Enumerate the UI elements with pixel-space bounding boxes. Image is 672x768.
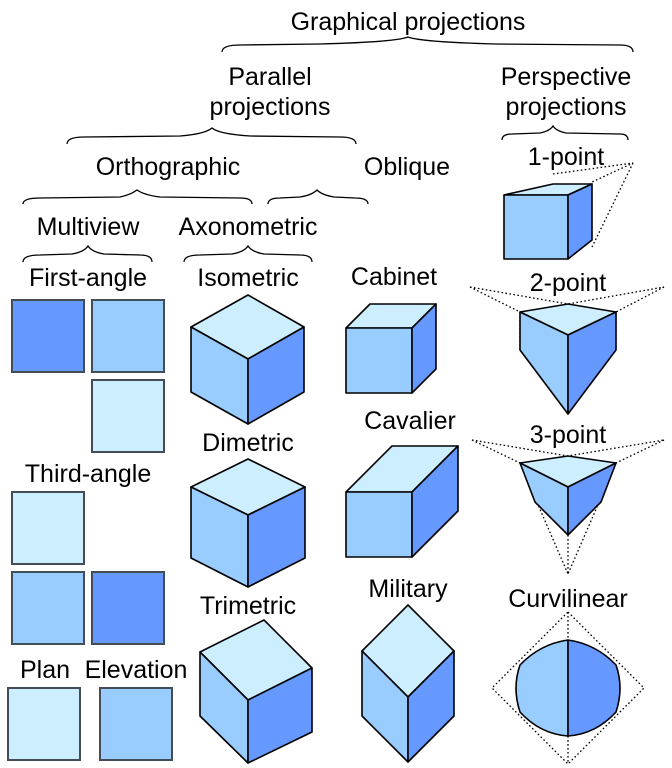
brace-multiview <box>22 244 153 263</box>
elevation-view <box>99 687 173 761</box>
label-trimetric: Trimetric <box>200 592 296 620</box>
label-perspective-line1: Perspective <box>501 63 632 91</box>
label-elevation: Elevation <box>85 656 188 684</box>
third-angle-top-view <box>11 491 85 565</box>
first-angle-front-view <box>11 299 85 373</box>
plan-view <box>7 687 81 761</box>
trimetric-cube <box>199 619 313 764</box>
title-graphical-projections: Graphical projections <box>291 8 526 36</box>
military-cube <box>361 604 455 763</box>
label-first-angle: First-angle <box>29 264 147 292</box>
label-third-angle: Third-angle <box>25 460 151 488</box>
label-axonometric: Axonometric <box>179 213 318 241</box>
third-angle-side-view <box>91 571 165 645</box>
label-2-point: 2-point <box>530 269 606 297</box>
label-perspective-line2: projections <box>506 93 627 121</box>
label-military: Military <box>368 575 448 603</box>
label-parallel-line1: Parallel <box>228 63 311 91</box>
first-angle-top-view <box>91 379 165 453</box>
one-point-cube <box>503 162 634 260</box>
first-angle-side-view <box>91 299 165 373</box>
brace-axonometric <box>183 244 313 263</box>
cabinet-cube <box>345 303 437 394</box>
two-point-cube <box>469 286 665 415</box>
label-curvilinear: Curvilinear <box>508 585 627 613</box>
label-oblique: Oblique <box>364 153 450 181</box>
label-dimetric: Dimetric <box>202 429 294 457</box>
label-3-point: 3-point <box>530 421 606 449</box>
three-point-cube <box>471 439 665 575</box>
label-multiview: Multiview <box>37 213 141 241</box>
label-plan: Plan <box>20 656 70 684</box>
label-orthographic: Orthographic <box>96 153 241 181</box>
curvilinear-shape <box>491 611 645 765</box>
label-1-point: 1-point <box>528 143 604 171</box>
third-angle-front-view <box>11 571 85 645</box>
dimetric-cube <box>190 458 306 588</box>
label-parallel-line2: projections <box>210 93 331 121</box>
label-cavalier: Cavalier <box>364 407 456 435</box>
brace-perspective <box>501 124 629 141</box>
isometric-cube <box>190 294 305 425</box>
label-cabinet: Cabinet <box>351 263 437 291</box>
brace-parallel <box>66 127 357 145</box>
label-isometric: Isometric <box>197 264 298 292</box>
brace-oblique <box>267 189 369 205</box>
brace-graphical <box>221 36 634 53</box>
brace-orthographic <box>22 189 253 205</box>
cavalier-cube <box>345 445 459 558</box>
